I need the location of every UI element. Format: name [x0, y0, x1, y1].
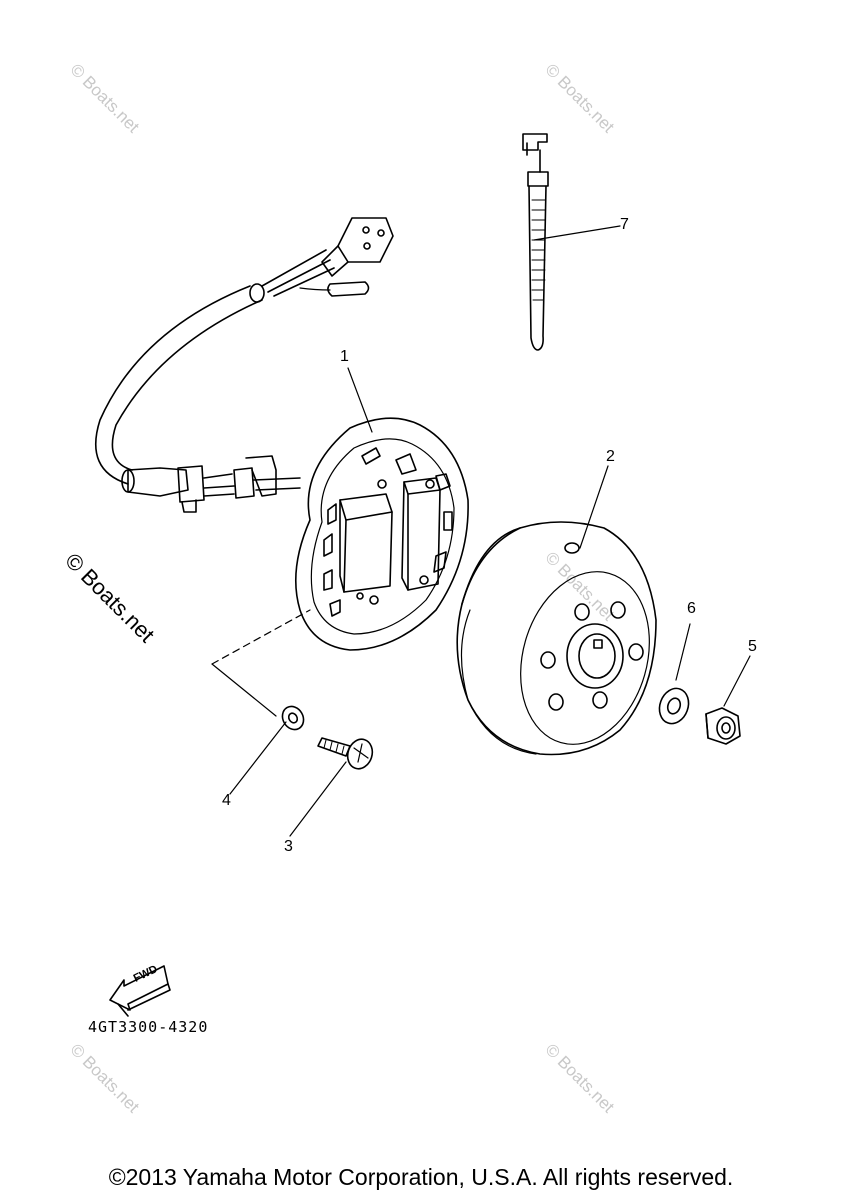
callout-5: 5: [748, 638, 757, 655]
callout-4: 4: [222, 792, 231, 809]
callout-6: 6: [687, 600, 696, 617]
callout-1: 1: [340, 348, 349, 365]
fwd-arrow-icon: [109, 965, 171, 1017]
stator-assembly-part: [95, 217, 469, 651]
leader-lines: [211, 225, 751, 837]
diagram-part-number: 4GT3300-4320: [88, 1018, 209, 1036]
flywheel-part: [456, 521, 657, 756]
small-washer-part: [281, 705, 305, 731]
nut-part: [705, 707, 741, 745]
cable-tie-part: [522, 133, 549, 351]
callout-2: 2: [606, 448, 615, 465]
copyright-notice: ©2013 Yamaha Motor Corporation, U.S.A. A…: [108, 1164, 734, 1190]
callout-3: 3: [284, 838, 293, 855]
washer-part: [658, 687, 690, 725]
screw-part: [317, 737, 374, 770]
callout-7: 7: [620, 216, 629, 233]
